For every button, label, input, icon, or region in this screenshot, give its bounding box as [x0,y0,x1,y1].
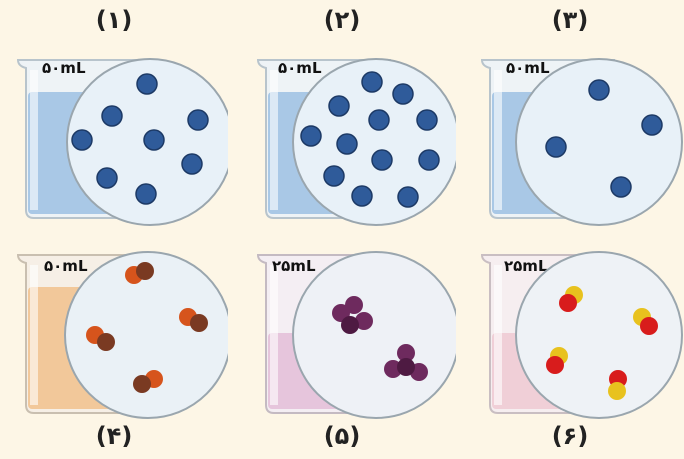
panel-5-illustration: ۲۵mL [256,251,456,419]
blue-atom [361,71,383,93]
blue-atom [351,185,373,207]
blue-atom [397,186,419,208]
volume-label: ۲۵mL [504,257,548,275]
zoom-circle [515,58,683,226]
panel-6-label: (۶) [551,422,589,450]
blue-atom-group [71,73,209,205]
blue-atom [96,167,118,189]
zoom-circle [64,251,228,419]
blue-atom [641,114,663,136]
volume-label: ۵۰mL [42,59,86,77]
blue-atom [101,105,123,127]
panel-3: (۳) ۵۰mL [456,0,684,229]
blue-atom [416,109,438,131]
panel-5-label: (۵) [323,422,361,450]
panel-5: (۵) ۲۵mL [228,229,456,458]
purple-molecule [332,296,373,334]
red-yellow-molecule [546,347,568,374]
orange-molecule [125,262,154,284]
panel-1: (۱) ۵۰mL [0,0,228,229]
orange-molecule [86,326,115,351]
volume-label: ۲۵mL [272,257,316,275]
purple-molecule-group [332,296,428,381]
panel-4: (۴) ۵۰mL [0,229,228,458]
blue-atom [135,183,157,205]
red-yellow-molecule [608,370,627,400]
orange-molecule [179,308,208,332]
blue-atom [418,149,440,171]
red-yellow-molecule-group [546,286,658,400]
panel-3-label: (۳) [551,6,589,34]
panel-1-label: (۱) [95,6,133,34]
blue-atom [610,176,632,198]
panel-6-illustration: ۲۵mL [480,251,683,419]
blue-atom-group [300,71,440,208]
blue-atom [323,165,345,187]
blue-atom [143,129,165,151]
panel-4-illustration: ۵۰mL [16,251,228,419]
blue-atom [328,95,350,117]
blue-atom [187,109,209,131]
panel-6: (۶) ۲۵mL [456,229,684,458]
blue-atom [71,129,93,151]
volume-label: ۵۰mL [278,59,322,77]
panel-2-illustration: ۵۰mL [256,58,456,226]
blue-atom [136,73,158,95]
blue-atom-group [545,79,663,198]
orange-molecule-group [86,262,208,393]
volume-label: ۵۰mL [506,59,550,77]
panel-3-illustration: ۵۰mL [480,58,683,226]
blue-atom [300,125,322,147]
blue-atom [368,109,390,131]
blue-atom [181,153,203,175]
red-yellow-molecule [633,308,658,335]
blue-atom [392,83,414,105]
panel-4-label: (۴) [95,422,133,450]
blue-atom [371,149,393,171]
zoom-circle [292,251,456,419]
blue-atom [336,133,358,155]
purple-molecule [384,344,428,381]
panel-2: (۲) ۵۰mL [228,0,456,229]
orange-molecule [133,370,163,393]
red-yellow-molecule [559,286,583,312]
panel-2-label: (۲) [323,6,361,34]
blue-atom [545,136,567,158]
blue-atom [588,79,610,101]
volume-label: ۵۰mL [44,257,88,275]
panel-1-illustration: ۵۰mL [16,58,228,226]
zoom-circle [515,251,683,419]
